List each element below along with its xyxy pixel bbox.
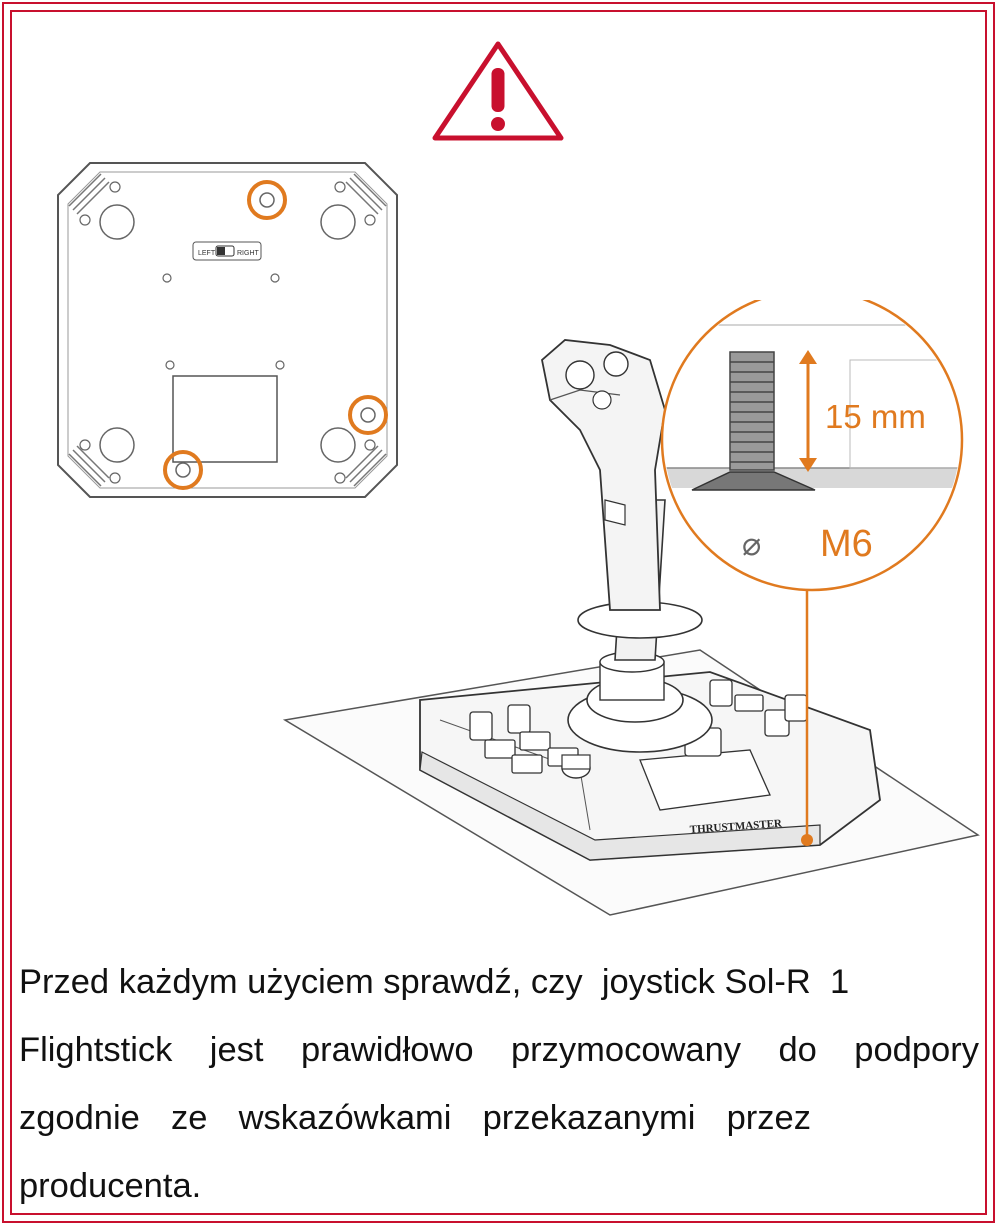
thread-label: M6	[820, 523, 873, 565]
warning-caption: Przed każdym użyciem sprawdź, czy joysti…	[19, 948, 979, 1220]
caption-line-4: producenta.	[19, 1167, 202, 1205]
switch-left-label: LEFT	[198, 250, 216, 257]
switch-right-label: RIGHT	[237, 250, 260, 257]
inner-border	[10, 10, 987, 1215]
base-bottom-view: LEFT RIGHT	[57, 162, 398, 498]
detail-callout	[660, 300, 964, 592]
diameter-symbol: ⌀	[742, 525, 761, 563]
caption-line-2: Flightstick jest prawidłowo przymocowany…	[19, 1031, 979, 1069]
caption-line-1: Przed każdym użyciem sprawdź, czy joysti…	[19, 963, 850, 1001]
mount-hole-highlight-bottom	[163, 450, 203, 490]
length-label: 15 mm	[825, 398, 926, 435]
mount-hole-highlight-top	[247, 180, 287, 220]
joystick-illustration: THRUSTMASTER 15 mm ⌀ M6	[282, 300, 980, 916]
warning-triangle-icon	[432, 41, 564, 141]
caption-line-3: zgodnie ze wskazówkami przekazanymi prze…	[19, 1099, 811, 1137]
mount-hole-highlight-right	[348, 395, 388, 435]
